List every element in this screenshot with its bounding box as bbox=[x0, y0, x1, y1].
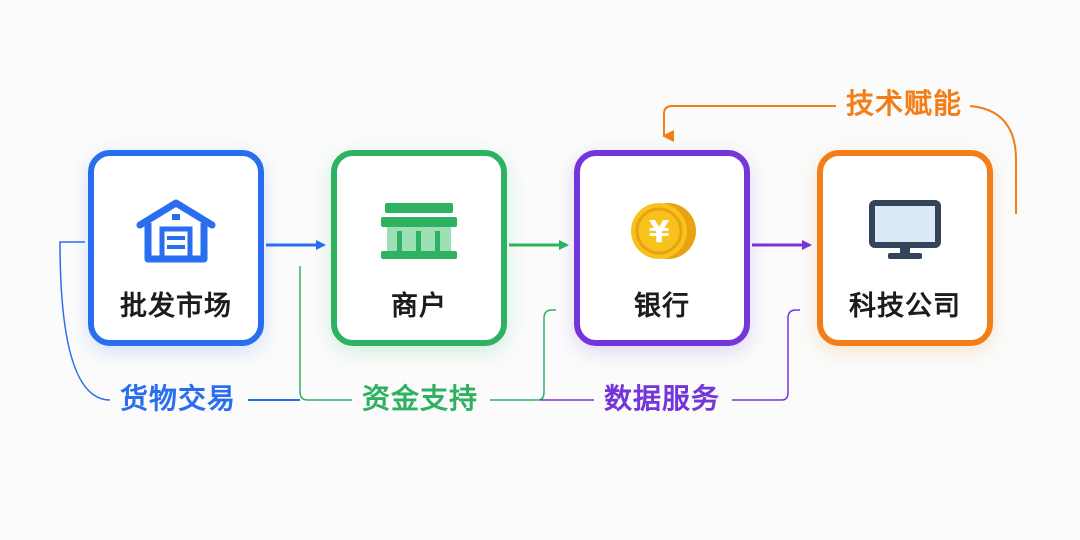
node-label: 商户 bbox=[391, 291, 447, 322]
flow-label-funds: 资金支持 bbox=[356, 381, 485, 417]
flow-label-goods: 货物交易 bbox=[114, 381, 243, 417]
node-wholesale-market: 批发市场 bbox=[88, 150, 264, 346]
funds-connector-left bbox=[299, 266, 352, 401]
node-merchant: 商户 bbox=[331, 150, 507, 346]
node-label: 科技公司 bbox=[849, 291, 961, 322]
data-connector-right bbox=[732, 309, 800, 401]
tech-feedback-arrow bbox=[662, 105, 836, 142]
node-tech-company: 科技公司 bbox=[817, 150, 993, 346]
node-label: 银行 bbox=[634, 291, 690, 322]
storefront-icon bbox=[374, 196, 464, 266]
flow-label-data: 数据服务 bbox=[598, 381, 727, 417]
monitor-icon bbox=[860, 196, 950, 266]
yuan-coin-icon: ¥ bbox=[617, 196, 707, 266]
tech-feedback-return bbox=[969, 105, 1017, 214]
goods-connector-left bbox=[59, 241, 111, 401]
node-bank: ¥ 银行 bbox=[574, 150, 750, 346]
node-label: 批发市场 bbox=[120, 291, 232, 322]
flow-label-tech: 技术赋能 bbox=[840, 86, 969, 122]
coin-symbol: ¥ bbox=[649, 215, 670, 250]
market-building-icon bbox=[131, 196, 221, 266]
